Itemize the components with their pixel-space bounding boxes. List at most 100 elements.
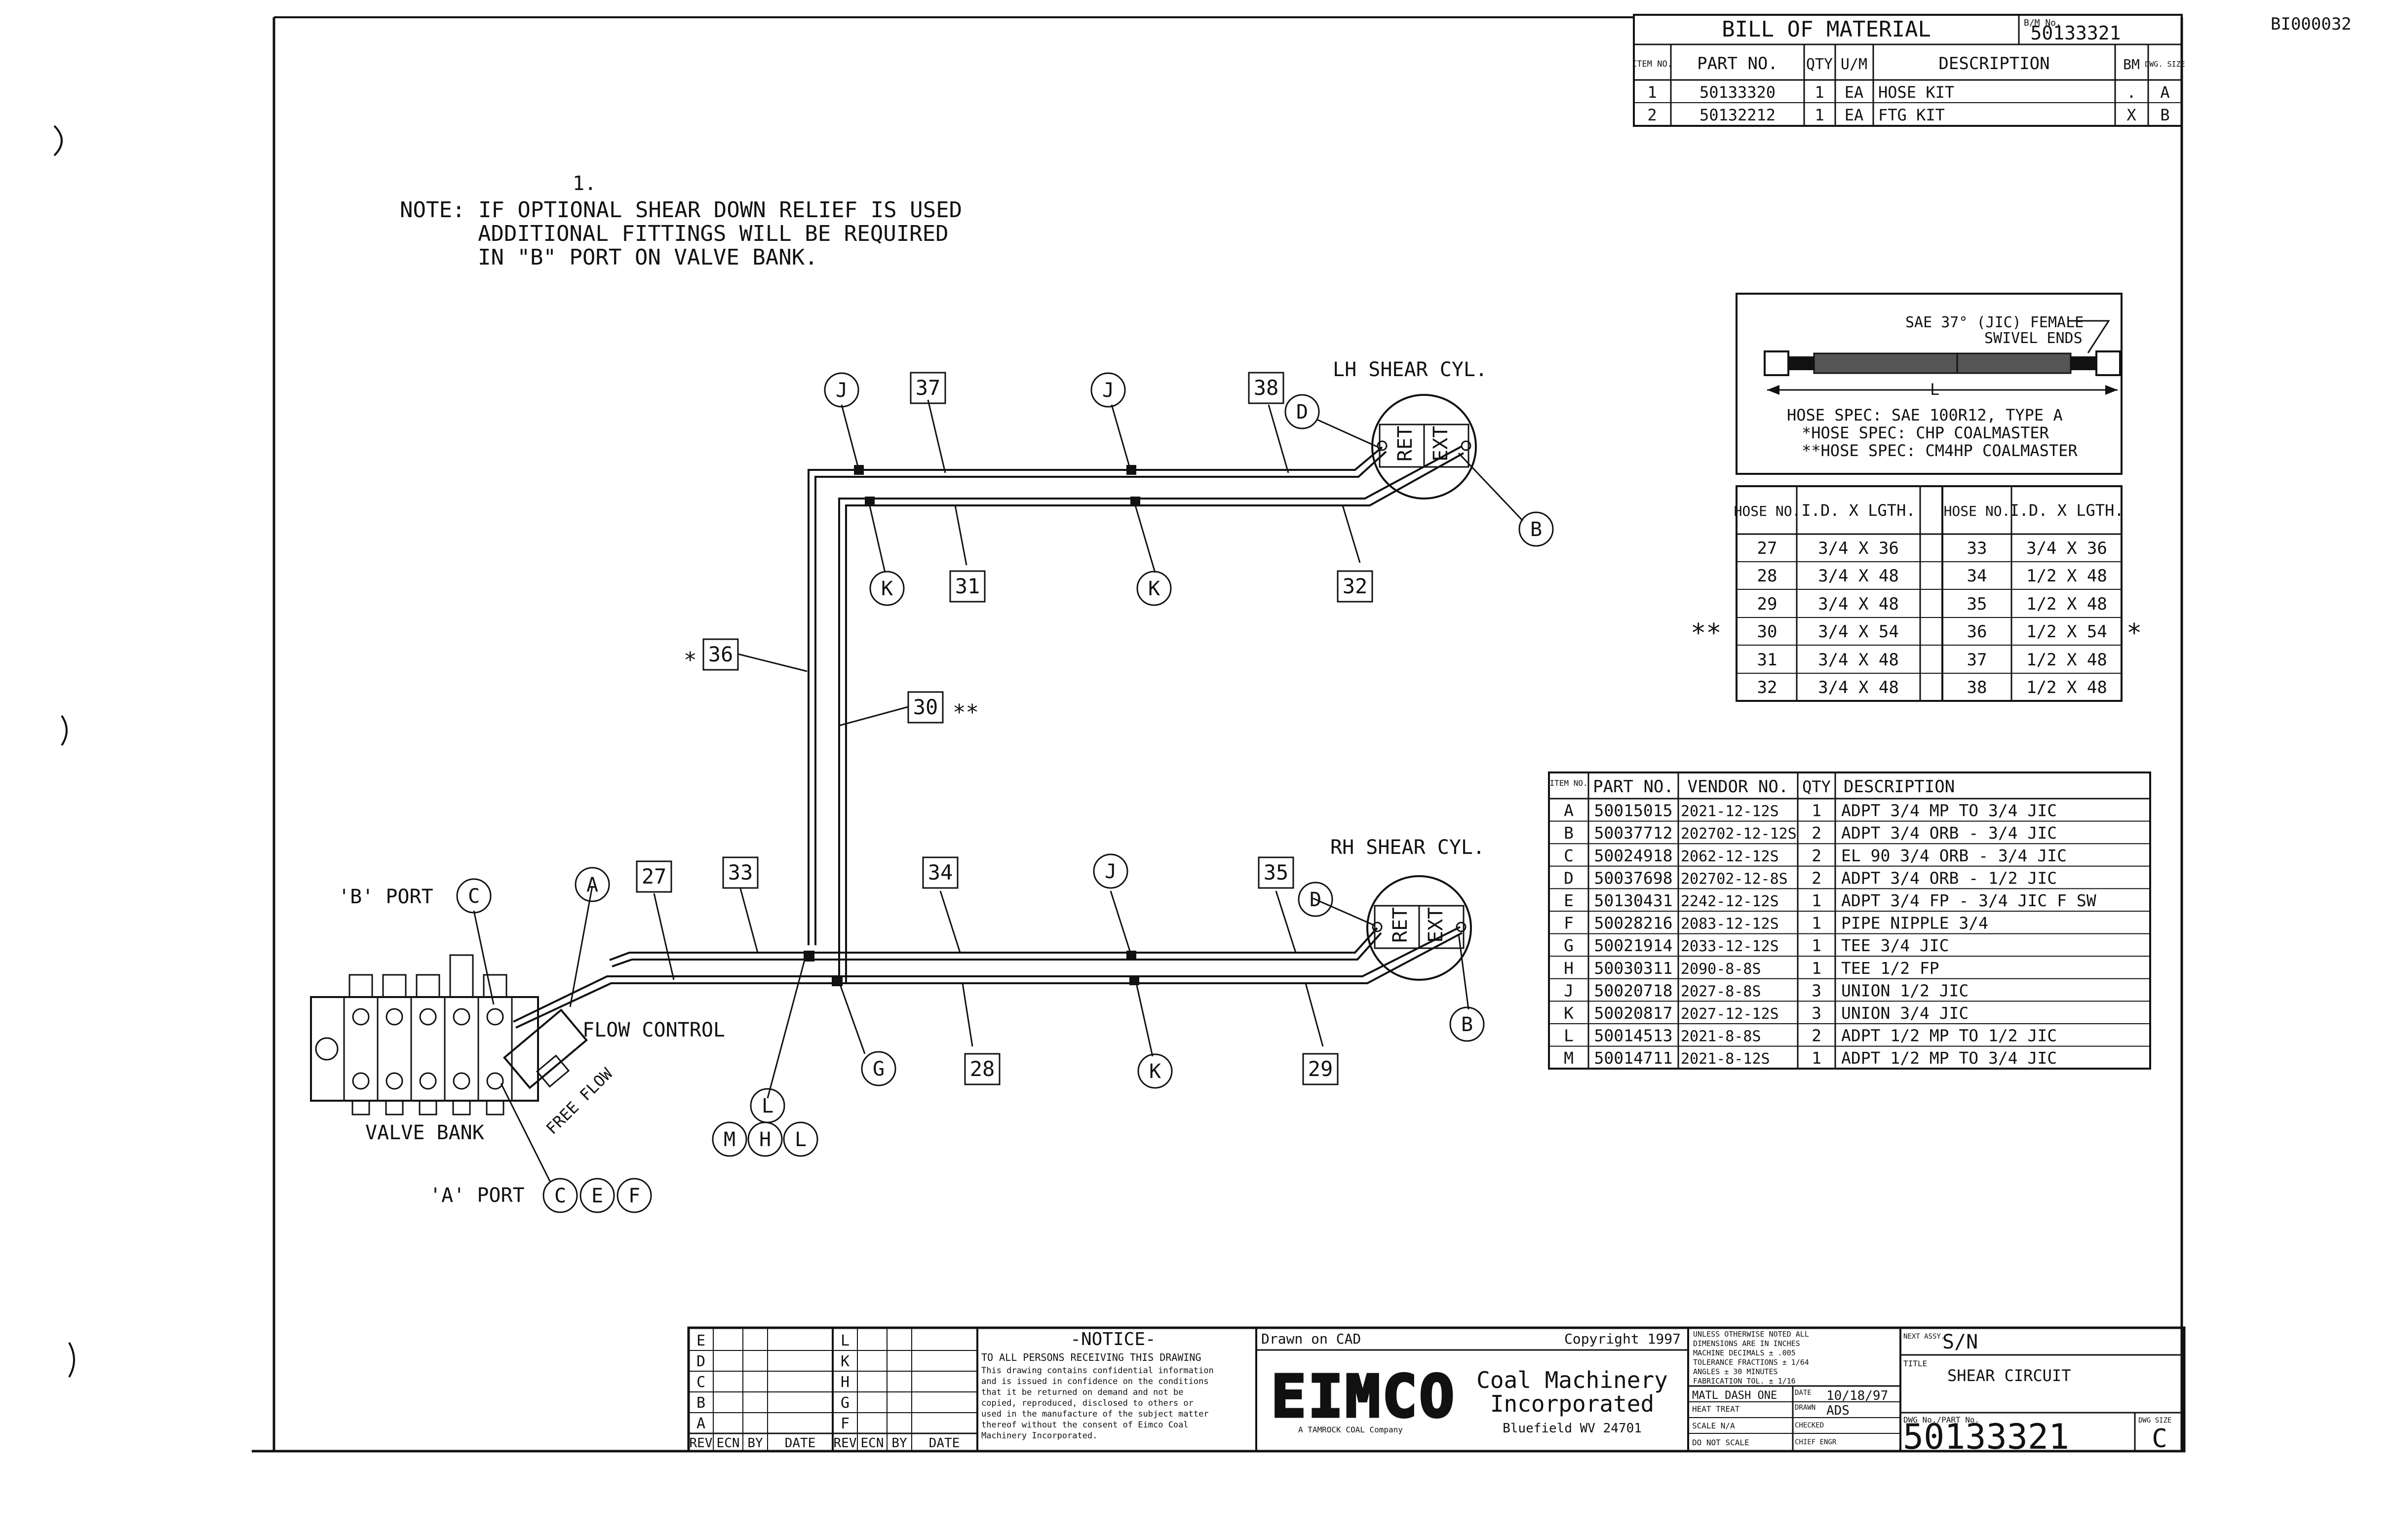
bom-header-size: DWG. SIZE: [2145, 60, 2185, 69]
fittings-cell: 2021-8-8S: [1681, 1028, 1761, 1045]
rh-shear-cyl-label: RH SHEAR CYL.: [1330, 836, 1485, 859]
rh-ext-label: EXT: [1425, 907, 1447, 943]
fittings-cell: 202702-12-8S: [1681, 870, 1788, 887]
fittings-cell: UNION 1/2 JIC: [1841, 981, 1969, 1000]
rev-letter: D: [696, 1353, 705, 1370]
hose-double-star: **: [1691, 618, 1722, 648]
rev-header: ECN: [861, 1436, 884, 1451]
flow-control-valve: [503, 1008, 588, 1089]
fitting-node: [854, 465, 864, 475]
lh-shear-cylinder: RET EXT: [1371, 394, 1477, 500]
notice-line: used in the manufacture of the subject m…: [981, 1409, 1209, 1419]
balloon-letter: C: [554, 1185, 566, 1207]
bom-title: BILL OF MATERIAL: [1722, 17, 1931, 42]
fitting-node: [1126, 465, 1136, 475]
fittings-cell: 50130431: [1594, 891, 1673, 910]
hose-number: 34: [928, 860, 953, 885]
balloon-l: L: [783, 1121, 818, 1157]
hose-label-28: 28: [964, 1053, 1001, 1085]
note-line-1: NOTE: IF OPTIONAL SHEAR DOWN RELIEF IS U…: [400, 197, 962, 223]
fittings-cell: 2027-12-12S: [1681, 1005, 1779, 1023]
fittings-cell: 50030311: [1594, 959, 1673, 978]
fittings-cell: 2090-8-8S: [1681, 961, 1761, 978]
hose-30-star: **: [953, 700, 979, 725]
dwg-number-label: DWG No./PART No.: [1903, 1415, 1979, 1424]
hose-cell: 30: [1757, 622, 1777, 642]
balloon-letter: C: [468, 885, 480, 908]
rev-header: DATE: [785, 1436, 816, 1451]
fittings-cell: ADPT 3/4 ORB - 1/2 JIC: [1841, 868, 2057, 887]
balloon-j: J: [1093, 853, 1128, 889]
hose-cell: 33: [1967, 539, 1987, 558]
company-name-2: Incorporated: [1490, 1390, 1654, 1417]
date-label: DATE: [1795, 1389, 1812, 1397]
fittings-cell: TEE 3/4 JIC: [1841, 936, 1949, 955]
hose-cell: 1/2 X 48: [2026, 594, 2107, 614]
hose-spec-box: SAE 37° (JIC) FEMALE SWIVEL ENDS L HOSE …: [1736, 293, 2123, 475]
hose-drawing: [1764, 350, 2121, 395]
hose-spec-line-2: *HOSE SPEC: CHP COALMASTER: [1802, 424, 2049, 442]
hose-lines: [513, 446, 1464, 1029]
hose-row: 32 3/4 X 48 38 1/2 X 48: [1757, 678, 2107, 697]
bom-header-desc: DESCRIPTION: [1938, 54, 2049, 74]
note-marker: 1.: [573, 172, 596, 195]
lh-ext-label: EXT: [1429, 426, 1452, 462]
hose-cell: 3/4 X 48: [1818, 678, 1899, 697]
dwg-size: C: [2152, 1424, 2167, 1454]
rev-letter: F: [841, 1415, 850, 1432]
hose-label-31: 31: [949, 570, 986, 603]
hose-cell: 32: [1757, 678, 1777, 697]
fitting-nodes: [804, 465, 1140, 986]
bom-cell: FTG KIT: [1878, 106, 1945, 124]
fittings-cell: 50014711: [1594, 1048, 1673, 1068]
fittings-cell: 1: [1812, 914, 1821, 933]
fittings-cell: 1: [1812, 801, 1821, 820]
fit-header-item: ITEM NO.: [1549, 778, 1587, 788]
balloon-letter: D: [1310, 888, 1321, 911]
hose-number: 35: [1264, 860, 1289, 885]
balloon-letter: K: [1148, 578, 1160, 600]
revision-grid: E D C B A L K H G F REV ECN BY DATE REV …: [689, 1328, 978, 1451]
bom-cell: 1: [1815, 83, 1824, 102]
bom-cell: EA: [1845, 83, 1864, 102]
free-flow-label: FREE FLOW: [542, 1064, 617, 1138]
rev-header: DATE: [929, 1436, 960, 1451]
rev-letter: C: [696, 1374, 705, 1391]
balloon-k: K: [869, 571, 905, 606]
leader-lines: [473, 399, 1524, 1183]
bom-number-label: B/M No.: [2024, 18, 2061, 28]
fit-header-desc: DESCRIPTION: [1844, 777, 1955, 797]
balloon-f: F: [617, 1178, 652, 1213]
title-label: TITLE: [1903, 1359, 1927, 1368]
hose-cell: 1/2 X 48: [2026, 678, 2107, 697]
balloon-letter: J: [836, 379, 848, 402]
title-block: E D C B A L K H G F REV ECN BY DATE REV …: [687, 1326, 2186, 1457]
rev-header: REV: [834, 1436, 857, 1451]
hose-cell: 36: [1967, 622, 1987, 642]
hose-number: 33: [728, 860, 753, 885]
balloon-letter: B: [1530, 518, 1542, 541]
next-assy: S/N: [1942, 1331, 1978, 1353]
hose-cell: 3/4 X 48: [1818, 566, 1899, 586]
corner-id: BI000032: [2271, 14, 2352, 34]
hose-label-38: 38: [1248, 372, 1284, 404]
fittings-cell: 1: [1812, 891, 1821, 910]
balloon-letter: H: [759, 1128, 771, 1151]
hose-cell: 3/4 X 54: [1818, 622, 1899, 642]
balloon-h: H: [747, 1121, 783, 1157]
fittings-cell: H: [1564, 959, 1574, 978]
fitting-node: [865, 497, 875, 506]
balloon-c: C: [542, 1178, 578, 1213]
fittings-cell: 1: [1812, 1048, 1821, 1068]
hose-row: 30 3/4 X 54 36 1/2 X 54: [1757, 622, 2107, 642]
tolerance-line: ANGLES ± 30 MINUTES: [1693, 1367, 1778, 1376]
hose-spec-line-3: **HOSE SPEC: CM4HP COALMASTER: [1802, 441, 2078, 460]
fittings-cell: 50037698: [1594, 868, 1673, 887]
hose-header-size: I.D. X LGTH.: [1801, 501, 1915, 520]
balloon-letter: D: [1296, 401, 1308, 424]
